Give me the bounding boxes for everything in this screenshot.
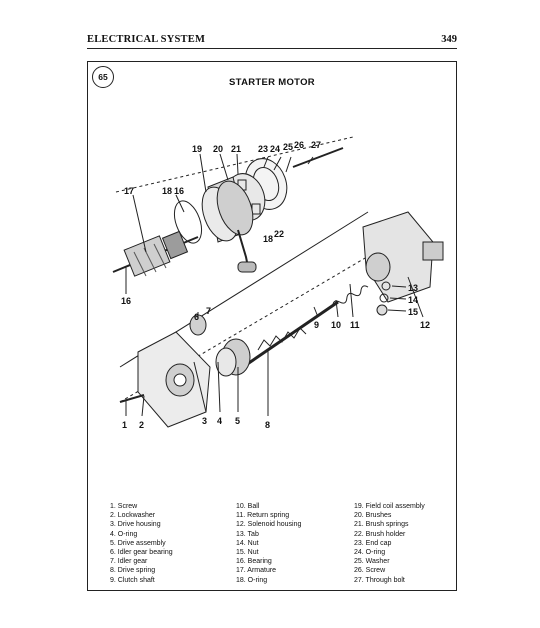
legend-item: 16. Bearing — [236, 558, 272, 566]
callout-21: 21 — [231, 144, 241, 154]
parts-legend-column-2: 10. Ball 11. Return spring 12. Solenoid … — [236, 502, 301, 585]
callout-4: 4 — [217, 416, 222, 426]
legend-item: 7. Idler gear — [110, 558, 148, 566]
return-spring-shape — [332, 285, 369, 306]
callout-18-bottom: 18 — [263, 234, 273, 244]
legend-item: 8. Drive spring — [110, 567, 156, 575]
drive-spring-shape — [257, 327, 307, 351]
starter-motor-exploded-diagram: 19 20 21 23 24 25 26 27 17 18 16 18 22 1… — [112, 136, 444, 430]
callout-5: 5 — [235, 416, 240, 426]
callout-26: 26 — [294, 140, 304, 150]
legend-item: 3. Drive housing — [110, 521, 161, 529]
callout-9: 9 — [314, 320, 319, 330]
callout-25: 25 — [283, 142, 293, 152]
legend-item: 17. Armature — [236, 567, 277, 575]
legend-item: 25. Washer — [354, 558, 390, 566]
legend-item: 12. Solenoid housing — [236, 521, 302, 529]
callout-16-top: 16 — [174, 186, 184, 196]
callout-7: 7 — [206, 306, 211, 316]
legend-item: 9. Clutch shaft — [110, 576, 155, 584]
callout-6: 6 — [194, 312, 199, 322]
tab-shape — [381, 281, 391, 291]
nut-15-shape — [376, 304, 388, 316]
legend-item: 15. Nut — [236, 549, 259, 557]
callout-22: 22 — [274, 229, 284, 239]
legend-item: 14. Nut — [236, 539, 259, 547]
parts-legend-column-1: 1. Screw 2. Lockwasher 3. Drive housing … — [110, 502, 173, 585]
legend-item: 27. Through bolt — [354, 576, 405, 584]
page-header: ELECTRICAL SYSTEM 349 — [87, 34, 457, 50]
callout-15: 15 — [408, 307, 418, 317]
o-ring-shape — [173, 200, 203, 244]
callout-10: 10 — [331, 320, 341, 330]
callout-23: 23 — [258, 144, 268, 154]
legend-item: 11. Return spring — [236, 512, 290, 520]
solenoid-housing-shape — [362, 211, 444, 303]
field-coil-terminal — [237, 261, 257, 273]
drive-assembly-shape — [215, 338, 251, 377]
legend-item: 6. Idler gear bearing — [110, 549, 173, 557]
field-coil-housing-shape — [201, 176, 254, 243]
legend-item: 26. Screw — [354, 567, 386, 575]
header-rule — [87, 48, 457, 49]
legend-item: 10. Ball — [236, 503, 260, 510]
callout-8: 8 — [265, 420, 270, 430]
legend-item: 13. Tab — [236, 530, 259, 538]
callout-2: 2 — [139, 420, 144, 430]
callout-3: 3 — [202, 416, 207, 426]
page-number: 349 — [441, 34, 457, 45]
callout-13: 13 — [408, 283, 418, 293]
legend-item: 18. O-ring — [236, 576, 268, 584]
figure-number-badge: 65 — [92, 66, 114, 88]
callout-14: 14 — [408, 295, 418, 305]
callout-24: 24 — [270, 144, 280, 154]
legend-item: 23. End cap — [354, 539, 392, 547]
callout-16-bottom: 16 — [121, 296, 131, 306]
callout-1: 1 — [122, 420, 127, 430]
figure-title: STARTER MOTOR — [229, 77, 315, 88]
callout-27: 27 — [311, 140, 321, 150]
field-coil-lead — [237, 229, 249, 268]
screw-shape — [119, 394, 145, 403]
parts-legend-column-3: 19. Field coil assembly 20. Brushes 21. … — [354, 502, 425, 585]
legend-item: 4. O-ring — [110, 530, 138, 538]
callout-12: 12 — [420, 320, 430, 330]
callout-19: 19 — [192, 144, 202, 154]
legend-item: 24. O-ring — [354, 549, 386, 557]
callout-11: 11 — [350, 320, 360, 330]
through-bolt-shape — [292, 147, 344, 168]
upper-assembly-axis — [115, 136, 354, 193]
legend-item: 5. Drive assembly — [110, 539, 166, 547]
legend-item: 1. Screw — [110, 503, 138, 510]
legend-item: 22. Brush holder — [354, 530, 406, 538]
legend-item: 21. Brush springs — [354, 521, 409, 529]
legend-item: 2. Lockwasher — [110, 512, 156, 520]
figure-frame: 65 STARTER MOTOR — [87, 61, 457, 591]
legend-item: 20. Brushes — [354, 512, 392, 520]
callout-20: 20 — [213, 144, 223, 154]
nut-14-shape — [379, 293, 389, 303]
callout-17: 17 — [124, 186, 134, 196]
legend-item: 19. Field coil assembly — [354, 503, 425, 510]
section-title: ELECTRICAL SYSTEM — [87, 34, 206, 45]
callout-18-top: 18 — [162, 186, 172, 196]
armature-shape — [112, 230, 199, 277]
drive-housing-shape — [137, 331, 211, 428]
